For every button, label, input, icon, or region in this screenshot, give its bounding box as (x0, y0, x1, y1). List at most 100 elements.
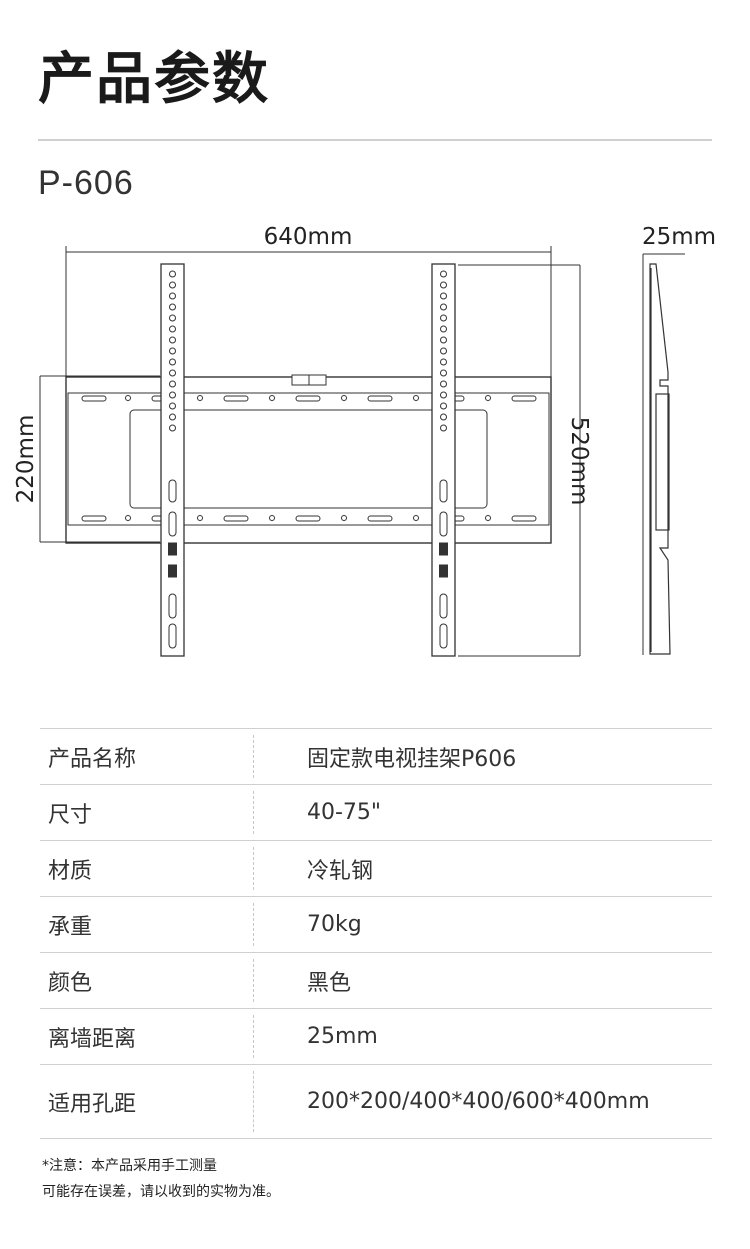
measurement-note: *注意：本产品采用手工测量 可能存在误差，请以收到的实物为准。 (42, 1153, 280, 1205)
arm-hole (440, 325, 447, 333)
arm-hole (440, 413, 447, 421)
plate-slot (81, 515, 107, 522)
spec-label: 产品名称 (48, 746, 137, 772)
arm-hole (169, 402, 176, 410)
spec-label: 颜色 (48, 970, 93, 996)
arm-slot (168, 623, 177, 649)
spec-label: 材质 (48, 858, 93, 884)
spec-row: 离墙距离 25mm (40, 1008, 712, 1065)
plate-hole (125, 515, 131, 521)
model-number: P-606 (38, 164, 134, 202)
arm-hole (440, 303, 447, 311)
plate-hole (197, 395, 203, 401)
spec-row: 承重 70kg (40, 896, 712, 953)
spec-row: 颜色 黑色 (40, 952, 712, 1009)
spec-divider (253, 841, 307, 897)
arm-slot (439, 479, 448, 503)
plate-slot (223, 515, 249, 522)
spec-divider (253, 1009, 307, 1065)
arm-hole (169, 369, 176, 377)
spec-divider (253, 953, 307, 1009)
plate-slot (295, 395, 321, 402)
arm-hole (440, 358, 447, 366)
arm-hole (440, 347, 447, 355)
arm-slot (168, 511, 177, 537)
arm-hole (169, 391, 176, 399)
spec-value: 70kg (307, 912, 362, 937)
arm-hole (169, 347, 176, 355)
arm-hole (169, 281, 176, 289)
spec-value: 黑色 (307, 970, 352, 996)
lock-latch (168, 564, 177, 578)
lock-latch (439, 542, 448, 556)
plate-hole (413, 395, 419, 401)
plate-hole (341, 395, 347, 401)
arm-slot (168, 479, 177, 503)
arm-slot (439, 511, 448, 537)
spec-label: 尺寸 (48, 802, 93, 828)
note-line: 可能存在误差，请以收到的实物为准。 (42, 1184, 280, 1200)
arm-hole (440, 281, 447, 289)
spec-value: 冷轧钢 (307, 858, 374, 884)
plate-slot (511, 515, 537, 522)
plate-slot (81, 395, 107, 402)
bracket-dimension-drawing: 640mm 25mm 220mm 520mm (13, 224, 716, 657)
plate-hole (269, 515, 275, 521)
arm-hole (440, 369, 447, 377)
spec-table: 产品名称 固定款电视挂架P606 尺寸 40-75" 材质 冷轧钢 承重 70k… (40, 728, 712, 1139)
spec-row: 尺寸 40-75" (40, 784, 712, 841)
arm-hole (440, 402, 447, 410)
spec-value: 200*200/400*400/600*400mm (307, 1089, 650, 1114)
spec-label: 适用孔距 (48, 1091, 137, 1117)
arm-hole (440, 336, 447, 344)
plate-hole (485, 515, 491, 521)
plate-slot (223, 395, 249, 402)
lock-latch (439, 564, 448, 578)
depth-dimension: 25mm (642, 224, 716, 250)
arm-slot (439, 623, 448, 649)
spec-row: 材质 冷轧钢 (40, 840, 712, 897)
left-height-dimension: 220mm (13, 415, 39, 504)
arm-hole (440, 270, 447, 278)
arm-hole (169, 270, 176, 278)
spec-label: 承重 (48, 914, 93, 940)
arm-hole (169, 336, 176, 344)
title-divider (38, 139, 712, 141)
arm-hole (169, 358, 176, 366)
spec-divider (253, 1065, 307, 1139)
spec-value: 25mm (307, 1024, 378, 1049)
spec-row: 适用孔距 200*200/400*400/600*400mm (40, 1064, 712, 1139)
arm-hole (169, 424, 176, 432)
spec-divider (253, 785, 307, 841)
plate-hole (485, 395, 491, 401)
arm-hole (440, 292, 447, 300)
right-height-dimension: 520mm (566, 417, 592, 506)
page-title: 产品参数 (38, 47, 270, 112)
plate-slot (295, 515, 321, 522)
spec-divider (253, 897, 307, 953)
arm-hole (169, 325, 176, 333)
plate-slot (511, 395, 537, 402)
plate-slot (367, 395, 393, 402)
arm-hole (169, 413, 176, 421)
arm-hole (440, 380, 447, 388)
arm-hole (169, 314, 176, 322)
plate-hole (341, 515, 347, 521)
width-dimension: 640mm (264, 224, 353, 250)
spec-value: 40-75" (307, 800, 382, 825)
lock-latch (168, 542, 177, 556)
arm-hole (169, 380, 176, 388)
arm-hole (440, 391, 447, 399)
spec-value: 固定款电视挂架P606 (307, 746, 517, 772)
plate-hole (269, 395, 275, 401)
arm-hole (169, 303, 176, 311)
note-line: *注意：本产品采用手工测量 (42, 1158, 217, 1174)
spec-divider (253, 729, 307, 785)
spec-row: 产品名称 固定款电视挂架P606 (40, 728, 712, 785)
plate-hole (125, 395, 131, 401)
arm-hole (169, 292, 176, 300)
arm-slot (439, 593, 448, 619)
spec-label: 离墙距离 (48, 1026, 137, 1052)
plate-hole (413, 515, 419, 521)
arm-hole (440, 314, 447, 322)
